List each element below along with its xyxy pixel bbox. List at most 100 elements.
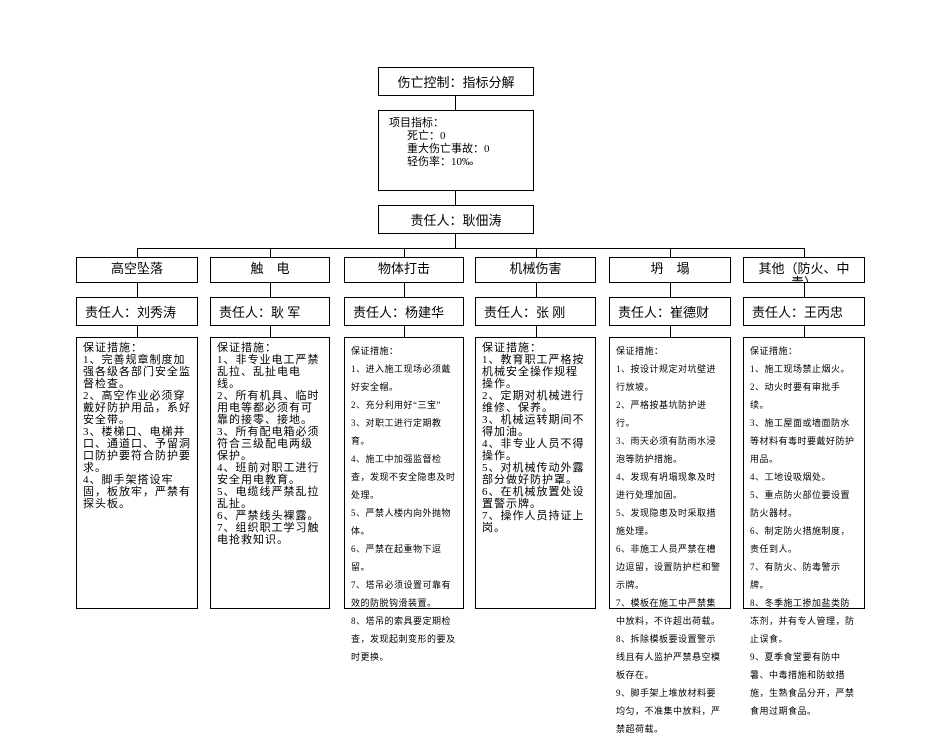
connector <box>804 326 805 337</box>
measure-item: 4、施工中加强监督检查，发现不安全隐患及时处理。 <box>351 454 456 500</box>
connector <box>137 248 138 257</box>
connector <box>536 283 537 297</box>
measure-item: 1、进入施工现场必须戴好安全帽。 <box>351 364 452 392</box>
measure-item: 3、对职工进行定期教育。 <box>351 418 442 446</box>
title-box: 伤亡控制：指标分解 <box>378 67 534 96</box>
person-label: 责任人：耿 军 <box>219 305 301 320</box>
connector <box>670 283 671 297</box>
measure-item: 1、完善规章制度加强各级各部门安全监督检查。 <box>83 354 191 390</box>
measures-box: 保证措施：1、非专业电工严禁乱拉、乱扯电电线。2、所有机具、临时用电等都必须有可… <box>210 337 330 609</box>
person-box: 责任人：刘秀涛 <box>76 297 198 326</box>
connector <box>804 283 805 297</box>
category-label: 其他（防火、中毒） <box>758 261 850 283</box>
connector <box>670 326 671 337</box>
measure-item: 6、非施工人员严禁在槽边逗留，设置防护栏和警示牌。 <box>616 544 721 590</box>
person-box: 责任人：王丙忠 <box>743 297 865 326</box>
measure-item: 保证措施： <box>482 342 542 354</box>
measures-box: 保证措施：1、教育职工严格按机械安全操作规程操作。2、定期对机械进行维修、保养。… <box>475 337 596 609</box>
category-label: 机械伤害 <box>509 261 562 276</box>
person-box: 责任人：崔德财 <box>609 297 731 326</box>
measure-item: 9、夏季食堂要有防中暑、中毒措施和防蚊措施，生熟食品分开，严禁食用过期食品。 <box>750 652 855 716</box>
person-label: 责任人：杨建华 <box>353 305 445 320</box>
connector <box>455 191 456 205</box>
measure-item: 1、非专业电工严禁乱拉、乱扯电电线。 <box>217 354 320 390</box>
measure-item: 保证措施： <box>83 342 143 354</box>
measure-item: 4、脚手架搭设牢固，板放牢，严禁有探头板。 <box>83 474 191 510</box>
measure-item: 3、所有配电箱必须符合三级配电两级保护。 <box>217 426 320 462</box>
branch-line <box>137 248 805 249</box>
measure-item: 1、按设计规定对坑壁进行放坡。 <box>616 364 717 392</box>
measure-item: 7、有防火、防毒警示牌。 <box>750 562 841 590</box>
measure-item: 1、施工现场禁止烟火。 <box>750 364 851 374</box>
person-label: 责任人：王丙忠 <box>752 305 844 320</box>
measure-item: 2、高空作业必须穿戴好防护用品，系好安全带。 <box>83 390 191 426</box>
category-box: 坍 塌 <box>609 257 731 283</box>
measure-item: 3、楼梯口、电梯井口、通道口、予留洞口防护要符合防护要求。 <box>83 426 191 474</box>
measure-item: 4、工地设吸烟处。 <box>750 472 832 482</box>
measures-box: 保证措施：1、按设计规定对坑壁进行放坡。2、严格按基坑防护进行。3、雨天必须有防… <box>609 337 731 734</box>
connector <box>270 283 271 297</box>
person-label: 责任人：刘秀涛 <box>85 305 177 320</box>
measure-item: 5、电缆线严禁乱拉乱扯。 <box>217 486 320 510</box>
target-minor-injury-rate: 轻伤率：10‰ <box>407 156 473 168</box>
measure-item: 6、严禁在起重物下逗留。 <box>351 544 442 572</box>
connector <box>404 283 405 297</box>
connector <box>536 248 537 257</box>
measure-item: 7、操作人员持证上岗。 <box>482 510 585 534</box>
person-box: 责任人：张 刚 <box>475 297 596 326</box>
measure-item: 4、非专业人员不得操作。 <box>482 438 585 462</box>
connector <box>270 326 271 337</box>
targets-box: 项目指标： 死亡：0 重大伤亡事故：0 轻伤率：10‰ <box>378 110 534 191</box>
measure-item: 2、动火时要有审批手续。 <box>750 382 841 410</box>
person-label: 责任人：张 刚 <box>484 305 566 320</box>
person-label: 责任人：崔德财 <box>618 305 710 320</box>
measure-item: 8、塔吊的索具要定期检查，发现起刺变形的要及时更换。 <box>351 616 456 662</box>
measures-box: 保证措施： 1、施工现场禁止烟火。 2、动火时要有审批手续。 3、施工屋面或墙面防水等… <box>743 337 865 716</box>
measure-item: 3、施工屋面或墙面防水等材料有毒时要戴好防护用品。 <box>750 418 855 464</box>
category-box: 机械伤害 <box>475 257 596 283</box>
responsible-person: 责任人：耿佃涛 <box>410 213 502 228</box>
connector <box>536 326 537 337</box>
connector <box>270 248 271 257</box>
measure-item: 1、教育职工严格按机械安全操作规程操作。 <box>482 354 585 390</box>
measure-item: 2、严格按基坑防护进行。 <box>616 400 707 428</box>
measure-item: 8、拆除模板要设置警示线且有人监护严禁悬空模板存在。 <box>616 634 721 680</box>
measure-item: 5、严禁人楼内向外抛物体。 <box>351 508 452 536</box>
category-label: 触 电 <box>250 261 290 276</box>
measure-item: 保证措施： <box>750 346 798 356</box>
target-death: 死亡：0 <box>407 130 446 142</box>
measure-item: 7、组织职工学习触电抢救知识。 <box>217 522 320 546</box>
measure-item: 2、定期对机械进行维修、保养。 <box>482 390 585 414</box>
title: 伤亡控制：指标分解 <box>397 75 515 90</box>
connector <box>804 248 805 257</box>
responsible-box: 责任人：耿佃涛 <box>378 205 534 234</box>
measures-box: 保证措施：1、完善规章制度加强各级各部门安全监督检查。2、高空作业必须穿戴好防护… <box>76 337 198 609</box>
connector <box>404 248 405 257</box>
measure-item: 保证措施： <box>351 346 399 356</box>
measure-item: 5、对机械传动外露部分做好防护罩。 <box>482 462 585 486</box>
connector <box>455 234 456 248</box>
category-box: 其他（防火、中毒） <box>743 257 865 283</box>
measure-item: 5、重点防火部位要设置防火器材。 <box>750 490 851 518</box>
measure-item: 4、班前对职工进行安全用电教育。 <box>217 462 320 486</box>
measure-item: 7、塔吊必须设置可靠有效的防脱钩滑装置。 <box>351 580 452 608</box>
connector <box>455 96 456 110</box>
measure-item: 保证措施： <box>217 342 277 354</box>
measure-item: 8、冬季施工掺加盐类防冻剂，并有专人管理，防止误食。 <box>750 598 855 644</box>
measure-item: 6、制定防火措施制度，责任到人。 <box>750 526 851 554</box>
measure-item: 4、发现有坍塌现象及时进行处理加固。 <box>616 472 717 500</box>
category-box: 触 电 <box>210 257 330 283</box>
measure-item: 6、严禁线头裸露。 <box>217 510 320 522</box>
measures-box: 保证措施：1、进入施工现场必须戴好安全帽。2、充分利用好“三宝”3、对职工进行定… <box>344 337 464 662</box>
person-box: 责任人：耿 军 <box>210 297 330 326</box>
measure-item: 保证措施： <box>616 346 664 356</box>
targets-heading: 项目指标： <box>389 117 444 129</box>
connector <box>137 283 138 297</box>
measure-item: 5、发现隐患及时采取措施处理。 <box>616 508 717 536</box>
measure-item: 9、脚手架上堆放材料要均匀，不准集中放料，严禁超荷载。 <box>616 688 721 734</box>
measure-item: 6、在机械放置处设置警示牌。 <box>482 486 585 510</box>
category-label: 物体打击 <box>377 261 430 276</box>
category-box: 高空坠落 <box>76 257 198 283</box>
connector <box>670 248 671 257</box>
category-label: 坍 塌 <box>650 261 690 276</box>
